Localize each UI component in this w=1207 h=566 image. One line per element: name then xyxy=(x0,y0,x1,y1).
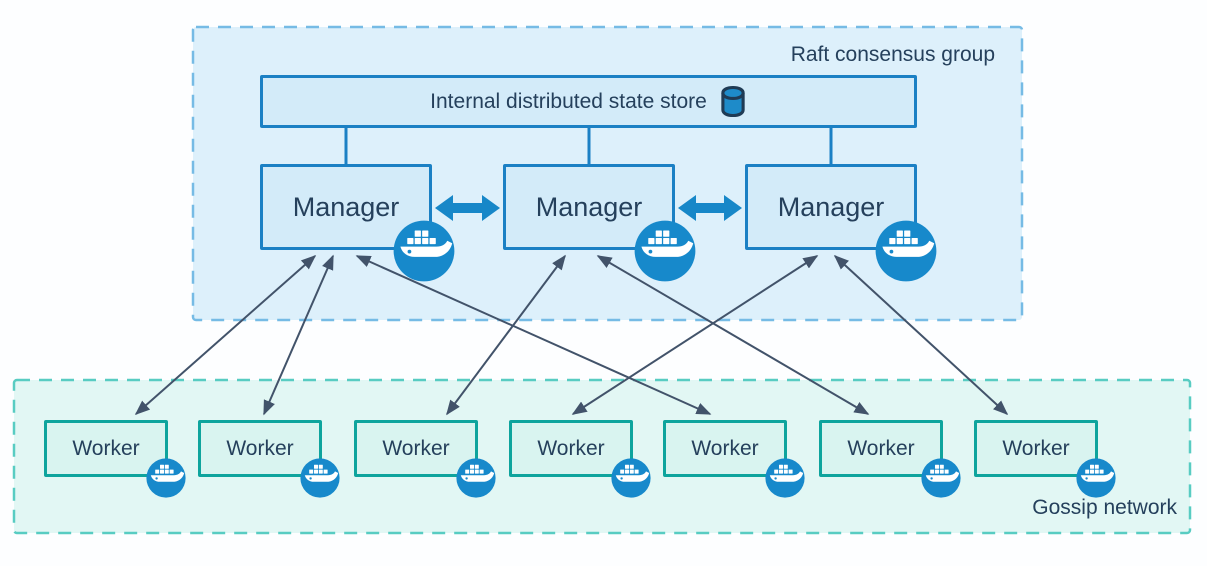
manager-box-1: Manager xyxy=(260,164,432,250)
worker-label: Worker xyxy=(382,436,450,460)
manager-label: Manager xyxy=(292,191,400,222)
state-store-label: Internal distributed state store xyxy=(430,89,707,113)
worker-box-2: Worker xyxy=(198,420,322,477)
worker-label: Worker xyxy=(72,436,140,460)
worker-box-7: Worker xyxy=(974,420,1098,477)
worker-label: Worker xyxy=(691,436,759,460)
worker-box-6: Worker xyxy=(819,420,943,477)
worker-label: Worker xyxy=(1002,436,1070,460)
manager-box-3: Manager xyxy=(745,164,917,250)
worker-box-4: Worker xyxy=(509,420,633,477)
gossip-network-label: Gossip network xyxy=(1032,496,1177,519)
worker-label: Worker xyxy=(537,436,605,460)
worker-label: Worker xyxy=(847,436,915,460)
manager-label: Manager xyxy=(777,191,885,222)
database-icon xyxy=(721,85,745,118)
worker-label: Worker xyxy=(226,436,294,460)
manager-worker-arrows xyxy=(134,254,1009,416)
raft-group-label: Raft consensus group xyxy=(790,43,995,66)
state-store-box: Internal distributed state store xyxy=(260,75,917,128)
worker-box-5: Worker xyxy=(663,420,787,477)
manager-label: Manager xyxy=(535,191,643,222)
worker-box-3: Worker xyxy=(354,420,478,477)
worker-box-1: Worker xyxy=(44,420,168,477)
store-to-manager-links xyxy=(344,126,833,166)
manager-box-2: Manager xyxy=(503,164,675,250)
